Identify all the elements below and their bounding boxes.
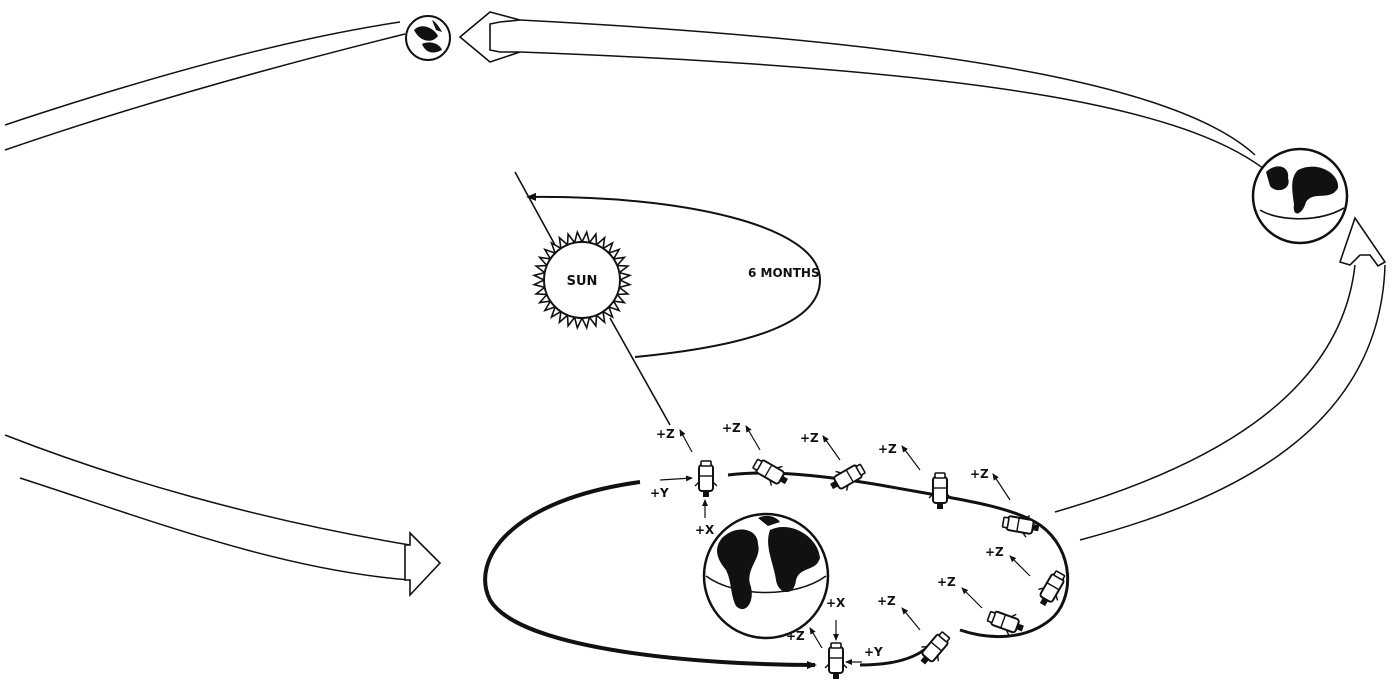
axis-label-group: +Z +Z +Z +Z +Z +Z +Z +Z +Z +Y +Y +X +X — [650, 421, 1031, 665]
orbit-arrow-icon — [404, 531, 442, 598]
axis-label: +Z — [800, 431, 819, 445]
axis-label: +Z — [722, 421, 741, 435]
axis-arrow — [822, 435, 841, 461]
axis-label: +Z — [786, 629, 805, 643]
sun-icon: SUN — [531, 229, 633, 331]
axis-label: +Z — [878, 442, 897, 456]
axis-arrow — [809, 627, 823, 649]
transfer-orbit-band-left — [4, 434, 442, 598]
sun-label: SUN — [567, 274, 598, 289]
satellite-icon — [1031, 566, 1072, 611]
axis-arrow — [961, 587, 983, 609]
axis-arrow — [901, 607, 921, 631]
satellite-icon — [824, 642, 848, 680]
axis-arrow — [659, 475, 693, 482]
axis-label: +X — [826, 596, 846, 610]
axis-label: +Y — [864, 645, 883, 659]
transfer-orbit-band-top — [4, 11, 1276, 179]
satellite-icon — [928, 472, 952, 510]
axis-label: +Z — [656, 427, 675, 441]
orbit-arrow-icon — [458, 11, 521, 63]
axis-label: +Z — [877, 594, 896, 608]
axis-label: +X — [695, 523, 715, 537]
earth-icon — [405, 15, 451, 61]
axis-arrow — [745, 425, 761, 451]
satellite-icon — [694, 460, 718, 498]
axis-arrow — [901, 445, 921, 471]
axis-label: +Y — [650, 486, 669, 500]
axis-label: +Z — [970, 467, 989, 481]
axis-arrow — [1009, 555, 1031, 577]
axis-label: +Z — [937, 575, 956, 589]
axis-label: +Z — [985, 545, 1004, 559]
sun-orbit-loop — [514, 171, 822, 426]
transfer-orbit-band-right — [1054, 216, 1387, 541]
axis-arrow — [992, 473, 1011, 501]
earth-icon — [702, 512, 830, 640]
axis-arrow — [679, 429, 693, 453]
earth-icon — [1251, 147, 1349, 245]
orbit-arrow-icon — [1338, 216, 1387, 268]
satellite-icon — [913, 626, 956, 671]
period-label: 6 MONTHS — [748, 266, 820, 280]
